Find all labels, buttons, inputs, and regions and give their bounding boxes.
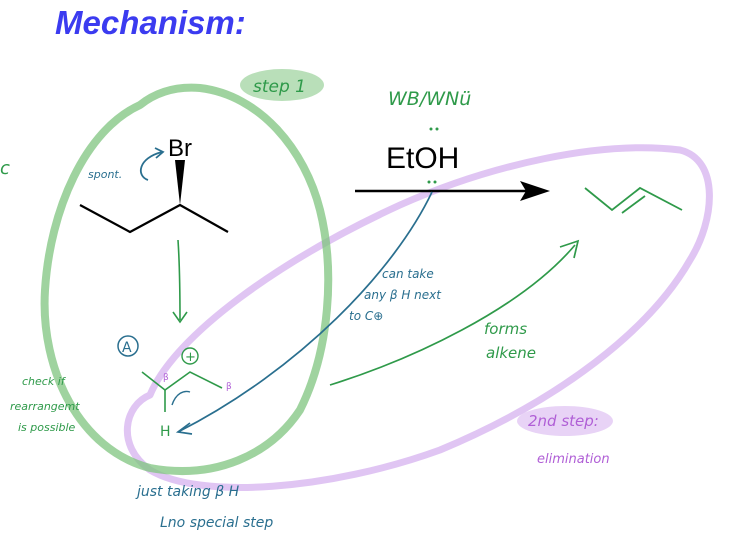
bromobutane-skeleton: [79, 203, 229, 234]
positive-charge: +: [185, 350, 196, 365]
forms-alkene-arrowhead: [559, 239, 580, 259]
elimination-highlight-loop: [123, 144, 713, 491]
spont-curved-arrow: [139, 151, 163, 181]
annotation-check-1: check if: [22, 375, 67, 388]
ionization-arrow: [177, 239, 181, 321]
reaction-arrowhead: [520, 181, 550, 201]
alkene-product: [584, 186, 683, 212]
positive-charge-circle: [181, 347, 199, 365]
bromine-atom: Br: [168, 135, 192, 162]
carbocation-marker-circle: [117, 335, 139, 357]
forms-alkene-arrow: [329, 244, 576, 386]
step1-highlight-circle: [40, 83, 333, 475]
carbocation-marker: A: [122, 340, 132, 356]
alkene-double-bond: [621, 195, 646, 214]
solvent-label: EtOH: [386, 142, 459, 175]
spont-arrowhead: [154, 147, 165, 159]
carbocation-skeleton: [141, 371, 223, 392]
step1-label-highlight: [240, 69, 324, 101]
page-title: Mechanism:: [55, 4, 246, 41]
annotation-can-take-2: any β H next: [364, 288, 442, 302]
annotation-check-2: rearrangemt: [10, 400, 80, 413]
beta-label-2: β: [226, 382, 232, 392]
annotation-forms-1: forms: [484, 320, 527, 338]
annotation-can-take-3: to C⊕: [349, 309, 383, 323]
wedge-bond: [175, 160, 185, 205]
reagent-type-label: WB/WNü: [388, 88, 471, 110]
step2-label: 2nd step:: [528, 412, 599, 430]
annotation-forms-2: alkene: [486, 344, 536, 362]
annotation-check-3: is possible: [18, 421, 76, 434]
annotation-just-taking: just taking β H: [135, 484, 240, 500]
spont-label: spont.: [88, 168, 122, 181]
hydrogen-atom: H: [160, 424, 171, 440]
annotation-can-take-1: can take: [382, 267, 434, 281]
beta-label-1: β: [163, 373, 169, 383]
left-edge-fragment: c: [0, 158, 10, 179]
ionization-arrowhead: [172, 311, 188, 324]
elimination-label: elimination: [537, 452, 610, 467]
annotation-no-special: Lno special step: [160, 515, 273, 531]
step1-label: step 1: [253, 77, 306, 97]
step2-label-highlight: [517, 406, 613, 436]
deprotonation-arrow: [177, 191, 433, 433]
electron-push-arrow: [171, 390, 191, 406]
deprotonation-arrowhead: [175, 422, 193, 435]
